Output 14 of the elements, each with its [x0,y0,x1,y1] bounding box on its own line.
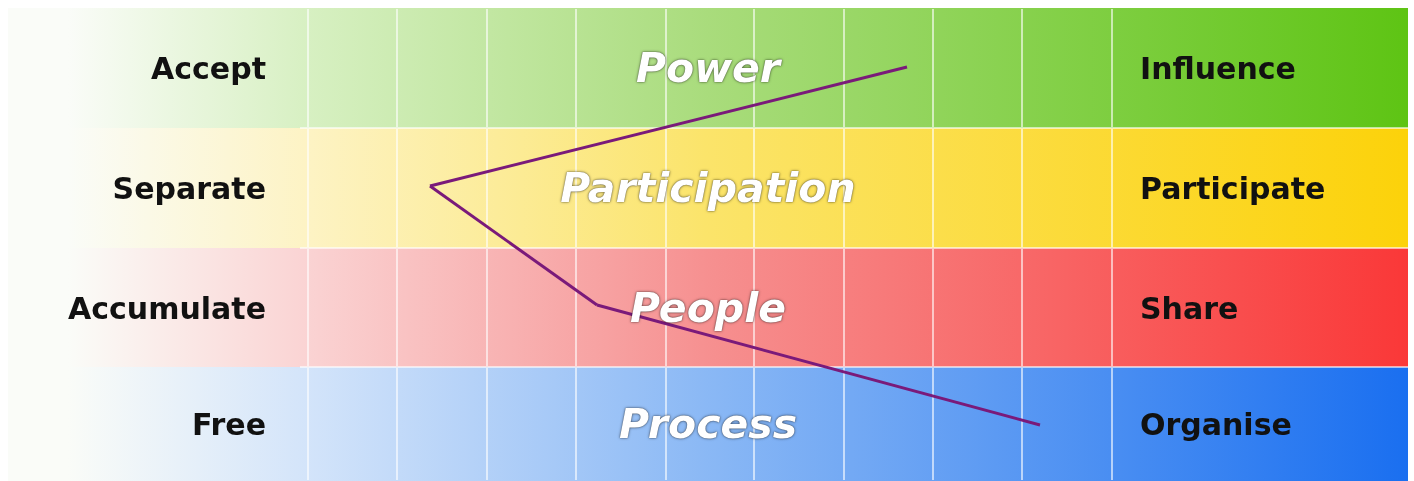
color-band [8,248,1408,367]
row-label: Organise [1140,406,1292,442]
color-band [8,128,1408,248]
color-band [8,367,1408,481]
row-label: Separate [112,170,266,206]
row-label: Accept [151,50,266,86]
row-label: Free [191,406,266,442]
row-label: Share [1140,290,1239,325]
color-band [8,8,1408,128]
row-label: Participate [1140,170,1326,206]
row-label: Influence [1140,50,1296,86]
profile-line [596,303,1041,427]
row-label: Accumulate [68,290,266,325]
profile-line [429,184,598,307]
